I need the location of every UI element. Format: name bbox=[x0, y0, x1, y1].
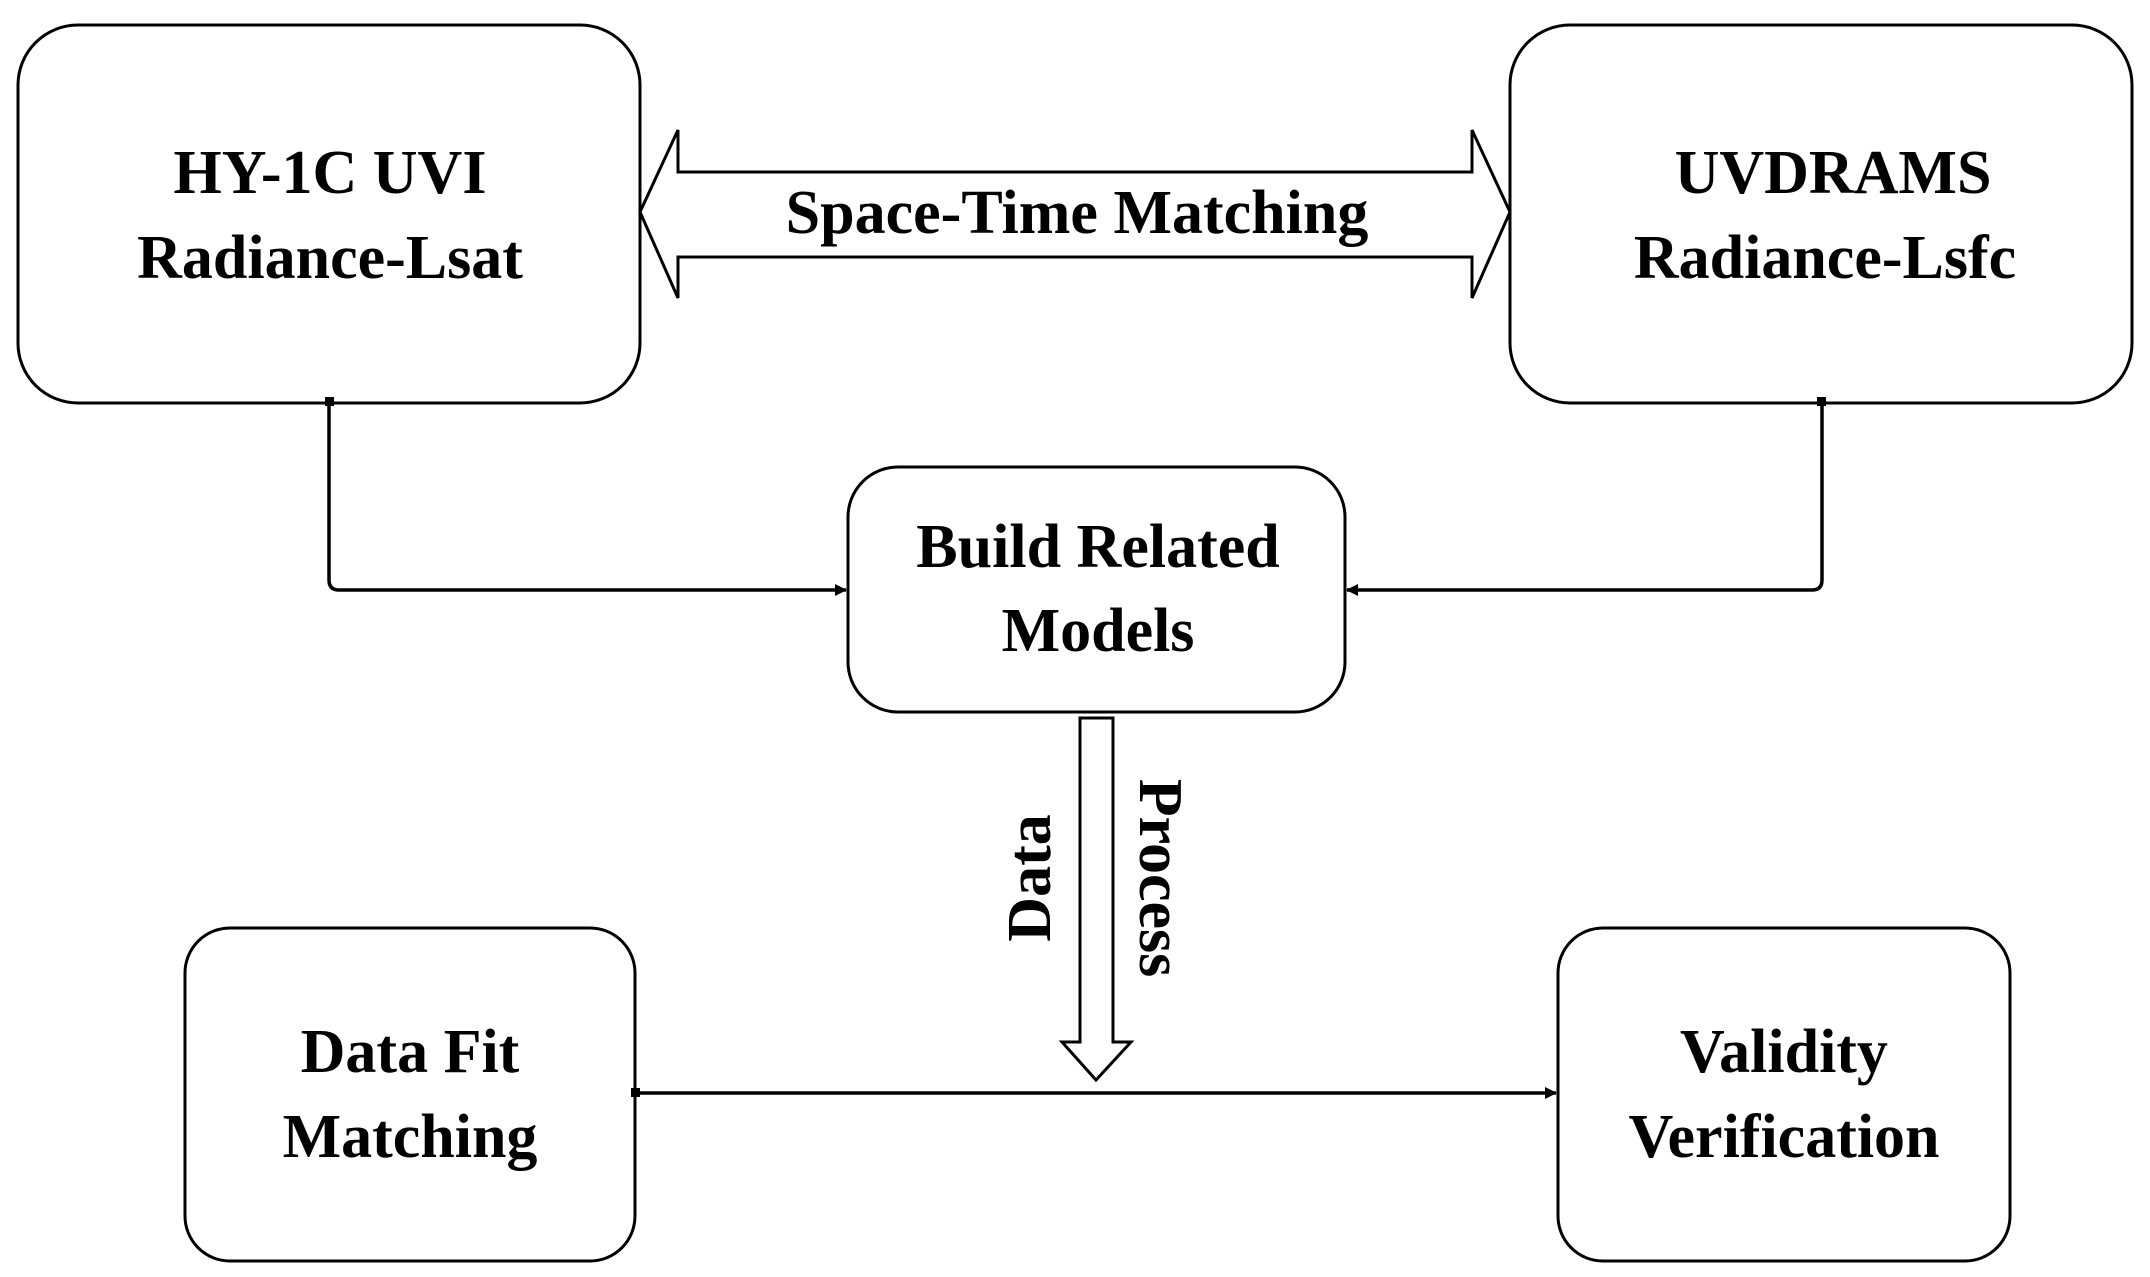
node-data-fit-matching: Data Fit Matching bbox=[183, 926, 637, 1263]
node-validity-verification: Validity Verification bbox=[1556, 926, 2012, 1263]
node-uvdrams: UVDRAMS Radiance-Lsfc bbox=[1508, 23, 2134, 405]
node-datafit-line2: Matching bbox=[283, 1103, 538, 1171]
node-datafit-line1: Data Fit bbox=[301, 1018, 520, 1086]
connector-uvdrams-to-build bbox=[1346, 397, 1826, 596]
node-hy1c-line1: HY-1C UVI bbox=[174, 139, 487, 207]
node-build-related-models: Build Related Models bbox=[846, 465, 1347, 714]
node-validity-line1: Validity bbox=[1680, 1018, 1888, 1086]
space-time-matching-label: Space-Time Matching bbox=[786, 179, 1369, 247]
node-hy1c-line2: Radiance-Lsat bbox=[137, 224, 523, 292]
node-validity-line2: Verification bbox=[1628, 1103, 1939, 1171]
node-uvdrams-line1: UVDRAMS bbox=[1675, 139, 1992, 207]
space-time-matching-arrow: Space-Time Matching bbox=[638, 129, 1512, 299]
data-process-arrow: Data Process bbox=[996, 716, 1194, 1083]
data-label: Data bbox=[996, 814, 1064, 941]
node-build-line1: Build Related bbox=[916, 513, 1279, 581]
node-uvdrams-line2: Radiance-Lsfc bbox=[1634, 224, 2016, 292]
connector-hy1c-to-build bbox=[325, 397, 847, 596]
node-hy1c: HY-1C UVI Radiance-Lsat bbox=[16, 23, 642, 405]
connector-datafit-to-validity bbox=[631, 1087, 1557, 1099]
process-label: Process bbox=[1126, 779, 1194, 978]
node-build-line2: Models bbox=[1002, 597, 1195, 665]
